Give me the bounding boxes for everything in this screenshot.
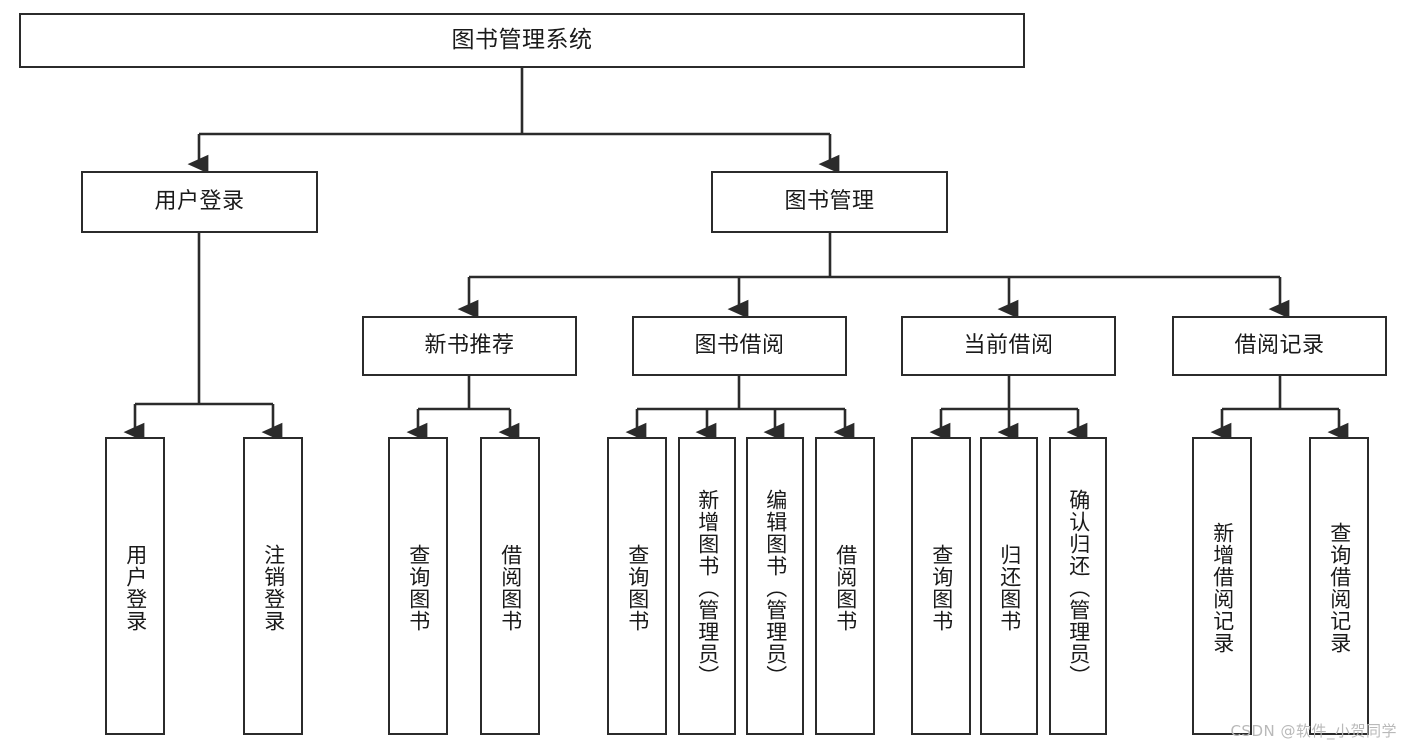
node-leaf-confirm-return-label: 确认归还（管理员） [1066, 489, 1091, 687]
node-leaf-user-login-label: 用户登录 [123, 544, 148, 632]
node-book-borrow-label: 图书借阅 [694, 333, 785, 359]
node-leaf-edit-book[interactable]: 编辑图书（管理员） [746, 437, 804, 735]
node-leaf-return-book[interactable]: 归还图书 [980, 437, 1038, 735]
node-leaf-query-book-2-label: 查询图书 [625, 544, 650, 632]
node-leaf-query-book-3[interactable]: 查询图书 [911, 437, 971, 735]
node-leaf-borrow-book-1[interactable]: 借阅图书 [480, 437, 540, 735]
node-leaf-edit-book-label: 编辑图书（管理员） [763, 489, 788, 687]
node-leaf-borrow-book-1-label: 借阅图书 [498, 544, 523, 632]
node-leaf-add-book[interactable]: 新增图书（管理员） [678, 437, 736, 735]
node-leaf-query-book-2[interactable]: 查询图书 [607, 437, 667, 735]
node-current-borrow[interactable]: 当前借阅 [901, 316, 1116, 376]
node-leaf-return-book-label: 归还图书 [997, 544, 1022, 632]
watermark-text: CSDN @软件_小贺同学 [1230, 722, 1397, 740]
node-book-manage[interactable]: 图书管理 [711, 171, 948, 233]
node-leaf-add-record[interactable]: 新增借阅记录 [1192, 437, 1252, 735]
node-leaf-query-book-1[interactable]: 查询图书 [388, 437, 448, 735]
node-leaf-borrow-book-2-label: 借阅图书 [833, 544, 858, 632]
node-borrow-record[interactable]: 借阅记录 [1172, 316, 1387, 376]
node-book-manage-label: 图书管理 [784, 189, 875, 215]
node-root[interactable]: 图书管理系统 [19, 13, 1025, 68]
node-leaf-borrow-book-2[interactable]: 借阅图书 [815, 437, 875, 735]
node-current-borrow-label: 当前借阅 [963, 333, 1054, 359]
node-leaf-query-book-3-label: 查询图书 [929, 544, 954, 632]
node-leaf-user-login[interactable]: 用户登录 [105, 437, 165, 735]
node-leaf-user-logout-label: 注销登录 [261, 544, 286, 632]
node-leaf-query-record[interactable]: 查询借阅记录 [1309, 437, 1369, 735]
node-user-login[interactable]: 用户登录 [81, 171, 318, 233]
node-leaf-query-record-label: 查询借阅记录 [1327, 522, 1352, 654]
node-book-borrow[interactable]: 图书借阅 [632, 316, 847, 376]
node-leaf-user-logout[interactable]: 注销登录 [243, 437, 303, 735]
node-leaf-confirm-return[interactable]: 确认归还（管理员） [1049, 437, 1107, 735]
node-user-login-label: 用户登录 [154, 189, 245, 215]
node-new-book-rec[interactable]: 新书推荐 [362, 316, 577, 376]
node-leaf-add-record-label: 新增借阅记录 [1210, 522, 1235, 654]
node-new-book-rec-label: 新书推荐 [424, 333, 515, 359]
node-leaf-query-book-1-label: 查询图书 [406, 544, 431, 632]
node-borrow-record-label: 借阅记录 [1234, 333, 1325, 359]
node-leaf-add-book-label: 新增图书（管理员） [695, 489, 720, 687]
node-root-label: 图书管理系统 [451, 26, 593, 53]
